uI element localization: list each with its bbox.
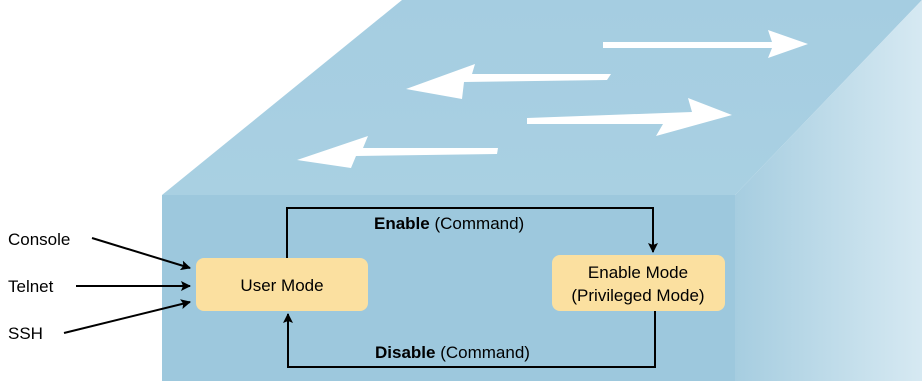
enable-command-suffix: (Command) — [430, 214, 524, 233]
switch-side-face — [735, 0, 922, 381]
enable-command-arrow — [286, 207, 658, 258]
traffic-arrow-left-upper — [406, 64, 611, 99]
traffic-arrow-left-lower — [297, 136, 498, 168]
disable-command-arrow — [283, 311, 656, 368]
disable-command-suffix: (Command) — [435, 343, 529, 362]
console-label: Console — [8, 230, 70, 249]
enable-command-name: Enable — [374, 214, 430, 233]
disable-command-label: Disable (Command) — [375, 343, 530, 362]
traffic-arrow-right-lower — [527, 98, 732, 136]
ssh-label: SSH — [8, 324, 43, 343]
switch-traffic-arrows — [297, 30, 808, 168]
user-mode-box — [196, 258, 368, 311]
enable-mode-box — [552, 255, 725, 311]
traffic-arrow-right-top — [603, 30, 808, 58]
ssh-arrow — [63, 299, 191, 334]
enable-mode-label: Enable Mode — [588, 263, 688, 282]
console-arrow — [91, 237, 191, 271]
disable-command-name: Disable — [375, 343, 435, 362]
enable-command-label: Enable (Command) — [374, 214, 524, 233]
user-mode-label: User Mode — [240, 276, 323, 295]
telnet-label: Telnet — [8, 277, 54, 296]
privileged-mode-label: (Privileged Mode) — [571, 286, 704, 305]
